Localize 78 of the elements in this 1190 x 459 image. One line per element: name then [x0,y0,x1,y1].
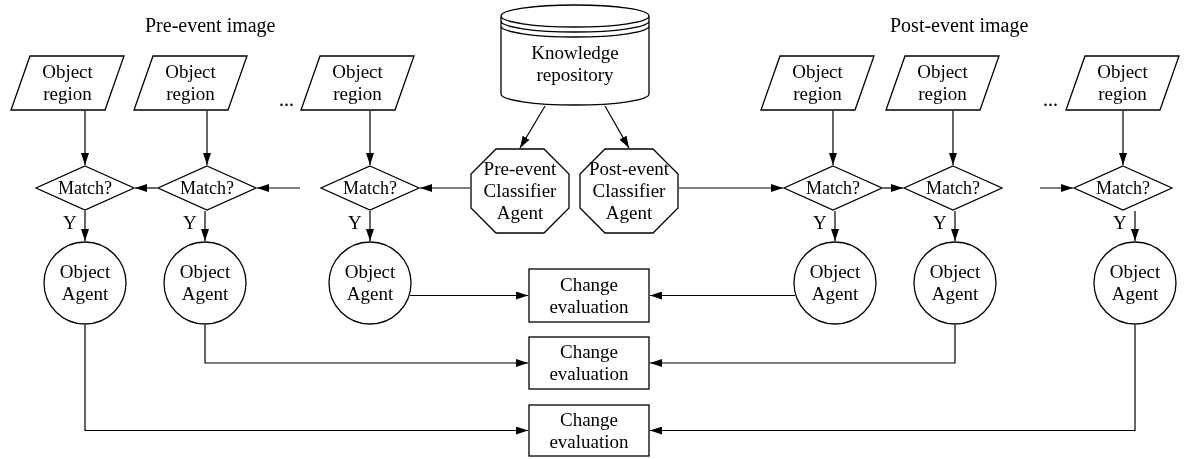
arrow [81,110,89,166]
decision-diamond [320,165,420,211]
arrow [84,324,529,435]
agent-circle [328,241,412,325]
node-label: Object Agent [178,261,232,305]
arrow [366,110,374,166]
agent-circle [43,241,127,325]
arrow [678,184,784,192]
node-label: Object region [791,61,844,105]
data-parallelogram [885,55,1000,111]
section-title: Pre-event image [145,14,276,37]
node-label: Match? [1096,177,1150,199]
process-box [528,404,650,457]
arrow [256,184,301,192]
arrow [134,184,158,192]
data-parallelogram [10,55,125,111]
decision-diamond [157,165,257,211]
node-label: Object Agent [928,261,982,305]
arrow [366,210,374,242]
decision-diamond [783,165,883,211]
arrow [519,105,546,149]
node-label: Change evaluation [548,341,630,385]
node-label: Object region [331,61,384,105]
arrow [649,324,1136,435]
arrow [649,291,796,300]
data-parallelogram [300,55,415,111]
data-parallelogram [1065,55,1180,111]
node-label: Object Agent [343,261,397,305]
database-cylinder [500,4,650,106]
agent-octagon [470,148,570,234]
arrow [882,184,904,192]
decision-diamond [35,165,135,211]
arrow [409,291,529,300]
agent-octagon [579,148,679,234]
node-label: Match? [180,177,234,199]
arrow [203,110,211,166]
node-label: Match? [926,177,980,199]
ellipsis-label: ... [1043,88,1058,111]
node-label: Match? [343,177,397,199]
arrow [649,324,956,367]
data-parallelogram [133,55,248,111]
arrow [831,210,839,242]
arrow [829,110,837,166]
node-label: Object region [41,61,94,105]
node-label: Object region [916,61,969,105]
arrow [1039,184,1074,192]
node-label: Knowledge repository [530,41,620,86]
node-label: Object Agent [808,261,862,305]
data-parallelogram [760,55,875,111]
agent-circle [913,241,997,325]
node-label: Object Agent [58,261,112,305]
agent-circle [163,241,247,325]
arrow [949,110,957,166]
arrow [951,210,959,242]
node-label: Match? [58,177,112,199]
node-label: Object region [1096,61,1149,105]
process-box [528,268,650,323]
arrow [204,324,529,367]
node-label: Match? [806,177,860,199]
arrow [604,105,630,149]
node-label: Object region [164,61,217,105]
node-label: Object Agent [1108,261,1162,305]
arrow [81,210,89,242]
section-title: Post-event image [890,14,1029,37]
node-label: Post-event Classifier Agent [587,158,671,224]
arrow [419,184,471,192]
arrow [1119,110,1127,166]
agent-circle [793,241,877,325]
ellipsis-label: ... [279,88,294,111]
decision-diamond [903,165,1003,211]
decision-diamond [1073,165,1173,211]
process-box [528,336,650,390]
agent-circle [1093,241,1177,325]
arrow [201,210,209,242]
arrow [1131,210,1139,242]
node-label: Change evaluation [548,273,630,318]
node-label: Change evaluation [548,408,630,453]
node-label: Pre-event Classifier Agent [482,158,558,224]
